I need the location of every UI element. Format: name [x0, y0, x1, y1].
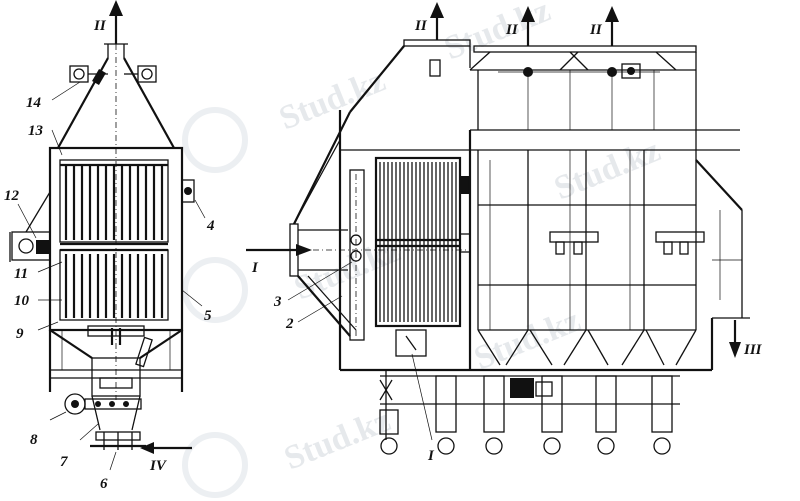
arrow-up-icon [430, 2, 444, 18]
watermark-text: Stud.kz [274, 62, 390, 138]
arrow-up-icon [605, 6, 619, 22]
label-3: 3 [273, 294, 282, 310]
watermark-text: Stud.kz [469, 302, 585, 378]
left-side-view: II 14 13 [4, 0, 215, 492]
electrode-tubes-upper [64, 164, 164, 240]
label-13: 13 [28, 123, 44, 139]
label-14: 14 [26, 95, 42, 111]
watermark-text: Stud.kz [549, 132, 665, 208]
section-marker-i: I [427, 448, 435, 464]
insulator-box [181, 179, 195, 203]
feeder-units [379, 375, 673, 455]
label-8: 8 [30, 432, 38, 448]
label-2: 2 [285, 316, 294, 332]
arrow-left-icon [140, 442, 154, 454]
arrow-down-icon [729, 342, 741, 358]
watermark-text: Stud.kz [279, 402, 395, 478]
arrow-up-icon [521, 6, 535, 22]
label-12: 12 [4, 188, 20, 204]
label-10: 10 [14, 293, 30, 309]
label-6: 6 [100, 476, 108, 492]
flow-label-iii: III [743, 342, 763, 358]
flow-label-ii-3: II [589, 22, 603, 38]
label-11: 11 [14, 266, 28, 282]
watermark-text: Stud.kz [439, 0, 555, 67]
flow-label-iv: IV [149, 458, 168, 474]
right-front-view: II II II [246, 2, 763, 464]
arrow-up-icon [109, 0, 123, 16]
watermarks: Stud.kz Stud.kz Stud.kz Stud.kz Stud.kz … [182, 0, 666, 498]
label-4: 4 [206, 218, 215, 234]
label-7: 7 [60, 454, 68, 470]
electrode-tubes-lower [64, 254, 164, 318]
flow-label-ii: II [93, 18, 107, 34]
electrode-plates [379, 162, 457, 322]
flow-label-ii-1: II [414, 18, 428, 34]
flow-label-ii-2: II [505, 22, 519, 38]
flow-label-i: I [251, 260, 259, 276]
label-5: 5 [204, 308, 212, 324]
label-9: 9 [16, 326, 24, 342]
